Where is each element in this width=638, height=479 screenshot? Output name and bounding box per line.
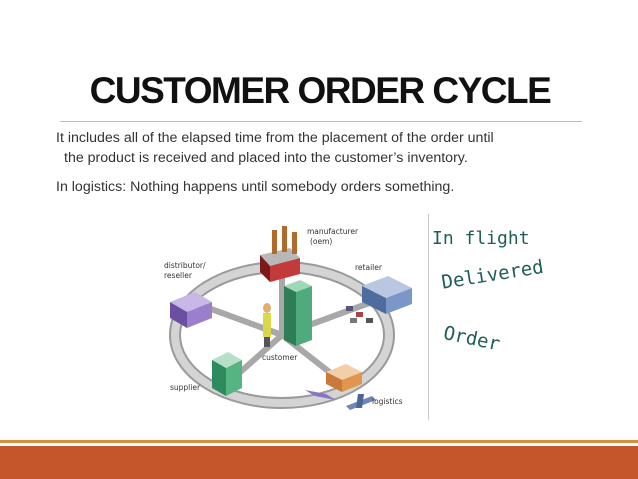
- label-supplier: supplier: [170, 383, 201, 392]
- footer-accent-line: [0, 440, 638, 443]
- label-reseller: reseller: [164, 271, 193, 280]
- label-retailer: retailer: [355, 263, 383, 272]
- delivered-annotation: Delivered: [440, 255, 546, 294]
- paragraph-elapsed-time: It includes all of the elapsed time from…: [56, 128, 596, 168]
- warehouse-icon: [170, 292, 212, 328]
- paragraph-line-1: It includes all of the elapsed time from…: [56, 130, 494, 146]
- label-customer: customer: [262, 353, 298, 362]
- store-icon: [346, 276, 412, 323]
- in-flight-annotation: In flight: [432, 228, 530, 249]
- supplier-building-icon: [212, 352, 242, 396]
- label-manufacturer: manufacturer: [307, 227, 359, 236]
- factory-icon: [260, 226, 300, 282]
- airplane-icon: [346, 394, 376, 410]
- title-divider: [60, 121, 582, 122]
- order-annotation: Order: [441, 322, 502, 356]
- label-distributor: distributor/: [164, 261, 206, 270]
- footer-band: [0, 446, 638, 479]
- label-logistics: logistics: [372, 397, 403, 406]
- logistics-truck-icon: [305, 364, 362, 400]
- slide-title: CUSTOMER ORDER CYCLE: [89, 70, 552, 111]
- annotation-divider: [428, 214, 429, 420]
- label-manufacturer-oem: (oem): [310, 237, 332, 246]
- order-cycle-diagram: manufacturer (oem) distributor/ reseller…: [164, 226, 412, 410]
- paragraph-line-2: the product is received and placed into …: [64, 150, 468, 166]
- paragraph-logistics: In logistics: Nothing happens until some…: [56, 179, 455, 195]
- customer-icon: [263, 280, 312, 347]
